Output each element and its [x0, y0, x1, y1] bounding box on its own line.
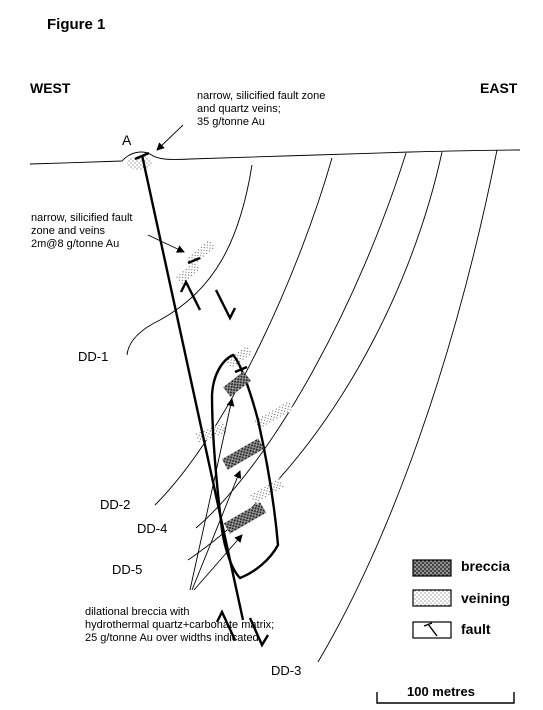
legend-swatch-veining	[412, 589, 452, 607]
annotation-upper-zone-line-1: narrow, silicified fault	[31, 212, 133, 224]
drillhole-dd-2	[154, 157, 333, 506]
drillhole-dd-4	[195, 152, 407, 529]
fault-ticks	[134, 151, 248, 374]
annotation-surface-line-2: and quartz veins;	[197, 103, 281, 115]
annotation-breccia-line-2: hydrothermal quartz+carbonate matrix;	[85, 619, 275, 631]
drillhole-label-dd-2: DD-2	[100, 497, 131, 512]
drillhole-label-dd-4: DD-4	[137, 521, 168, 536]
legend-label-fault: fault	[461, 621, 491, 637]
annotation-surface: narrow, silicified fault zone and quartz…	[197, 90, 325, 129]
legend-label-breccia: breccia	[461, 558, 511, 574]
drillhole-dd-3	[317, 149, 498, 663]
annotation-breccia: dilational breccia with hydrothermal qua…	[85, 606, 274, 645]
legend-swatch-breccia	[412, 559, 452, 577]
drillhole-label-dd-1: DD-1	[78, 349, 109, 364]
annotation-upper-zone: narrow, silicified fault zone and veins …	[31, 212, 133, 251]
annotation-surface-line-3: 35 g/tonne Au	[197, 116, 265, 128]
legend-swatches	[412, 559, 452, 639]
direction-west: WEST	[30, 80, 71, 96]
veining-zones	[127, 156, 294, 504]
drillhole-dd-1	[126, 164, 253, 356]
scale-bar	[376, 692, 515, 704]
scale-bar-label: 100 metres	[407, 684, 475, 699]
leader-lines	[147, 124, 243, 591]
breccia-zones	[221, 371, 267, 534]
point-label-a: A	[122, 132, 132, 148]
annotation-breccia-line-3: 25 g/tonne Au over widths indicated	[85, 632, 259, 644]
fault-motion-arrows	[179, 279, 270, 648]
annotation-upper-zone-line-2: zone and veins	[31, 225, 105, 237]
ground-surface	[29, 149, 521, 165]
main-fault-line	[140, 154, 245, 621]
figure-title: Figure 1	[47, 16, 106, 33]
breccia-body-outline	[210, 353, 280, 580]
direction-east: EAST	[480, 80, 518, 96]
annotation-upper-zone-line-3: 2m@8 g/tonne Au	[31, 238, 120, 250]
drillhole-label-dd-3: DD-3	[271, 663, 302, 678]
legend-label-veining: veining	[461, 590, 511, 606]
annotation-surface-line-1: narrow, silicified fault zone	[197, 90, 326, 102]
drillhole-label-dd-5: DD-5	[112, 562, 143, 577]
annotation-breccia-line-1: dilational breccia with	[85, 606, 190, 618]
